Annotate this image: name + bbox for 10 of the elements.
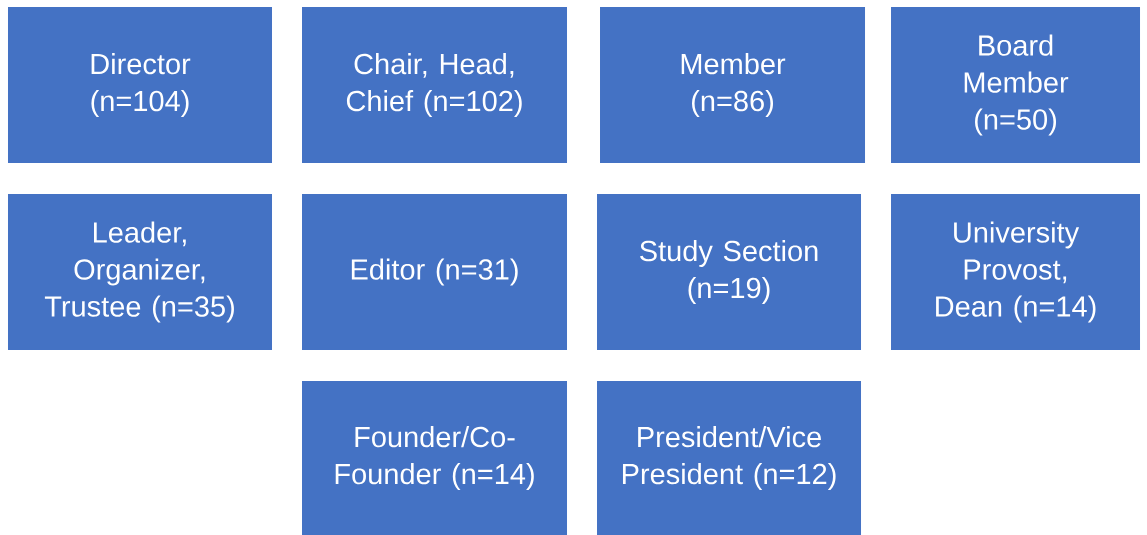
category-box: Member (n=86) — [600, 7, 865, 163]
category-box: President/Vice President (n=12) — [597, 381, 861, 535]
category-box: Board Member (n=50) — [891, 7, 1140, 163]
category-box: University Provost, Dean (n=14) — [891, 194, 1140, 350]
category-box: Chair, Head, Chief (n=102) — [302, 7, 567, 163]
category-box: Leader, Organizer, Trustee (n=35) — [8, 194, 272, 350]
category-box: Founder/Co-Founder (n=14) — [302, 381, 567, 535]
category-box: Director (n=104) — [8, 7, 272, 163]
category-box: Editor (n=31) — [302, 194, 567, 350]
category-box: Study Section (n=19) — [597, 194, 861, 350]
